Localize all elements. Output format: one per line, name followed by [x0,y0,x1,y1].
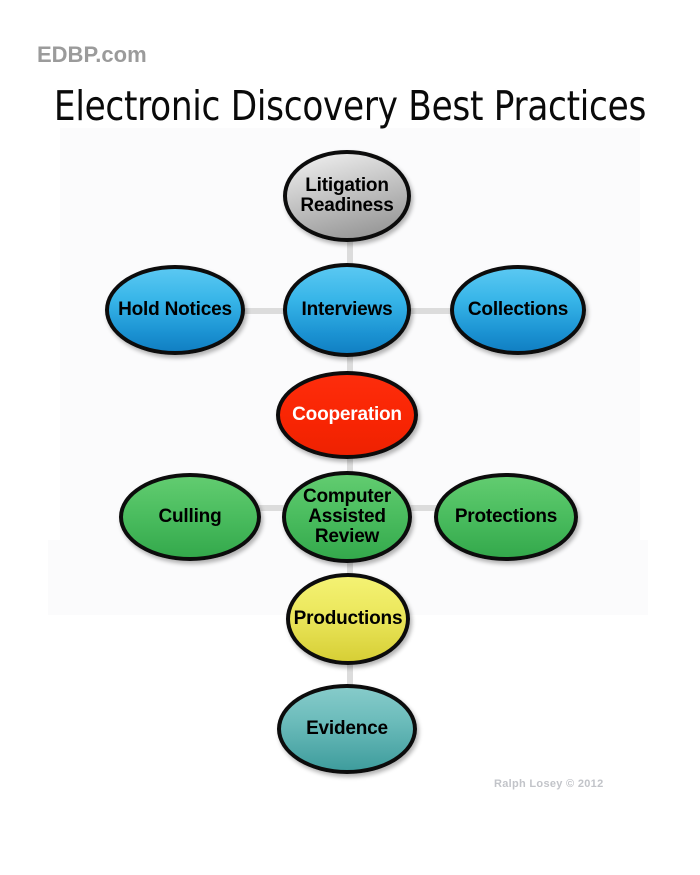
site-logo: EDBP.com [37,42,147,67]
node-label: Computer Assisted Review [302,486,392,547]
node-label: Culling [158,506,222,527]
node-label: Cooperation [292,404,402,425]
node-label: Hold Notices [118,299,232,320]
connector-car-protections [386,505,446,511]
node-hold-notices[interactable]: Hold Notices [105,265,245,355]
node-productions[interactable]: Productions [286,573,410,665]
node-label: Litigation Readiness [300,175,394,216]
connector-car-productions [347,550,353,590]
copyright-credit: Ralph Losey © 2012 [494,778,604,790]
connector-productions-evidence [347,652,353,692]
connector-holdnotices-interviews [236,308,306,314]
node-label: Collections [467,299,569,320]
node-protections[interactable]: Protections [434,473,578,561]
page-title: Electronic Discovery Best Practices [53,82,647,130]
connector-interviews-collections [388,308,458,314]
node-label: Interviews [301,299,393,320]
node-cooperation[interactable]: Cooperation [276,371,418,459]
connector-readiness-interviews [347,232,353,274]
connector-culling-car [248,505,308,511]
node-litigation-readiness[interactable]: Litigation Readiness [283,150,411,242]
node-collections[interactable]: Collections [450,265,586,355]
connector-interviews-cooperation [347,345,353,387]
connector-cooperation-car [347,445,353,487]
node-computer-assisted-review[interactable]: Computer Assisted Review [282,471,412,563]
node-evidence[interactable]: Evidence [277,684,417,774]
node-interviews[interactable]: Interviews [283,263,411,357]
node-culling[interactable]: Culling [119,473,261,561]
node-label: Evidence [306,718,388,739]
node-label: Protections [454,506,558,527]
node-label: Productions [293,608,403,629]
